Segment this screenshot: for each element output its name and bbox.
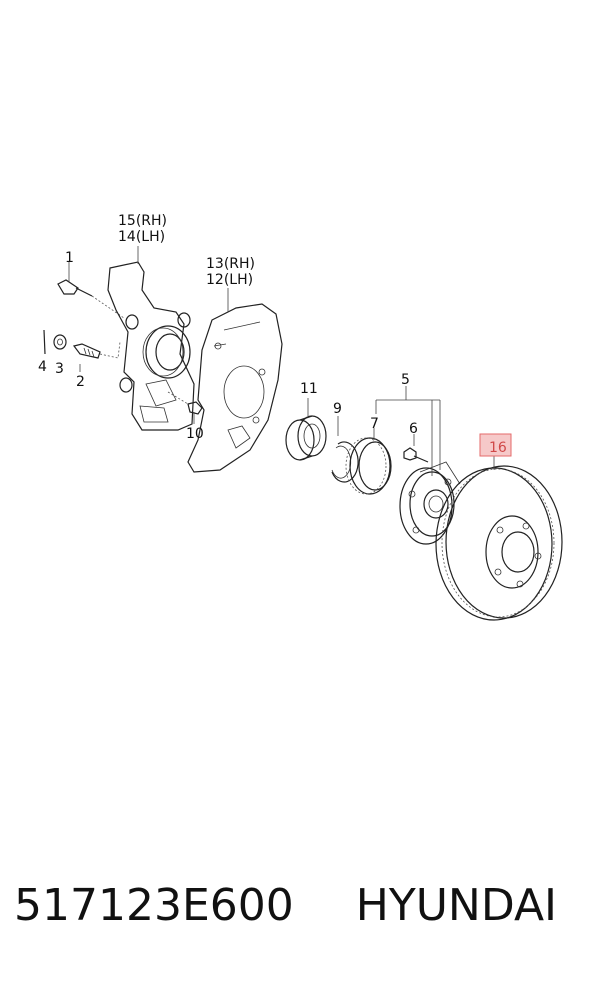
label-16: 16 <box>489 440 507 456</box>
label-3: 3 <box>55 361 64 377</box>
label-12: 12(LH) <box>206 272 253 288</box>
stud-2 <box>72 341 121 372</box>
label-14: 14(LH) <box>118 229 165 245</box>
brake-disc-16 <box>435 456 563 621</box>
label-7: 7 <box>370 416 379 432</box>
bolt-1 <box>57 262 125 319</box>
hub-bolt-6 <box>403 434 429 463</box>
wheel-bearing-11 <box>285 398 327 461</box>
label-1: 1 <box>65 250 74 266</box>
dust-cover <box>187 288 283 473</box>
bolt-10 <box>167 391 203 424</box>
nut-3 <box>53 334 67 350</box>
tone-ring-7 <box>345 428 392 495</box>
label-15: 15(RH) <box>118 213 167 229</box>
steering-knuckle <box>107 246 195 431</box>
label-13: 13(RH) <box>206 256 255 272</box>
group-bracket-5 <box>375 386 441 470</box>
part-number: 517123E600 <box>14 880 294 931</box>
highlight-box-16 <box>479 433 512 457</box>
label-4: 4 <box>38 359 47 375</box>
label-10: 10 <box>186 426 204 442</box>
label-5: 5 <box>401 372 410 388</box>
label-9: 9 <box>333 401 342 417</box>
label-11: 11 <box>300 381 318 397</box>
label-2: 2 <box>76 374 85 390</box>
brand-name: HYUNDAI <box>355 880 558 931</box>
part-caption: 517123E600 HYUNDAI <box>14 880 594 931</box>
label-6: 6 <box>409 421 418 437</box>
cotter-pin-4 <box>43 329 46 355</box>
